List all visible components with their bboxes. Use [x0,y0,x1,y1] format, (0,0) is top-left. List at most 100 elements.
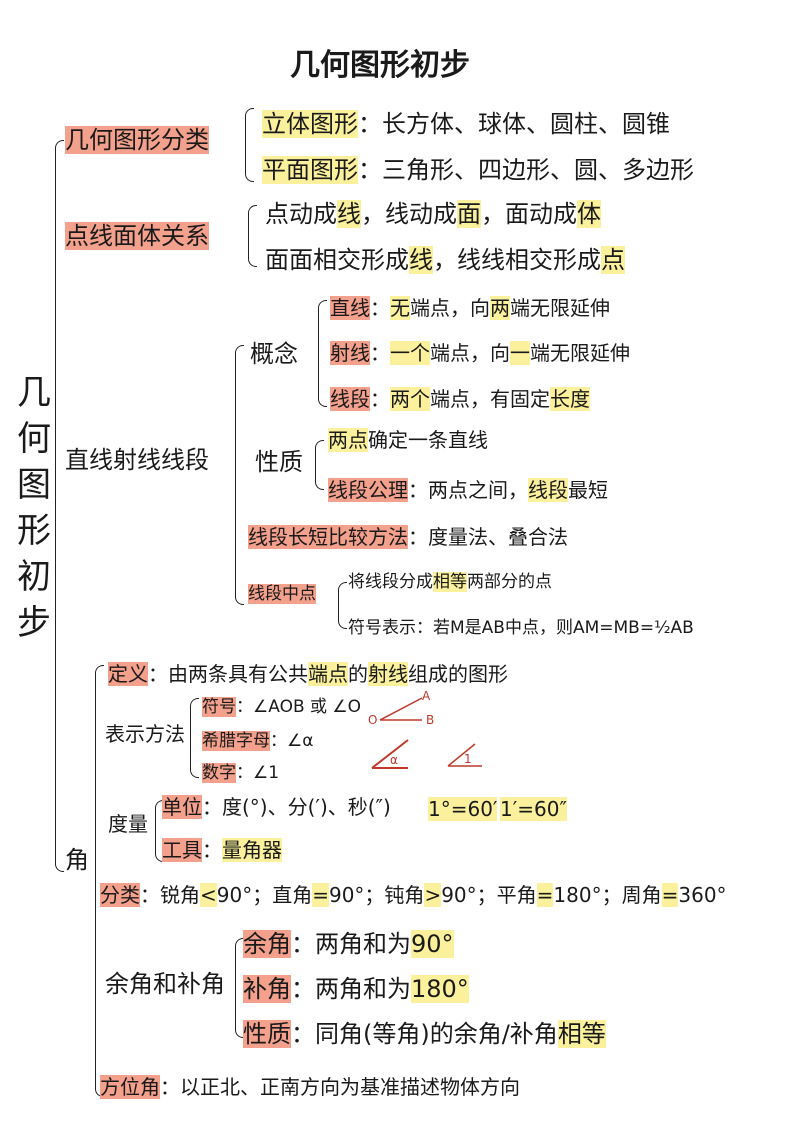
text-segment: ，线动成 [361,200,457,228]
text-segment: 180°；周角 [553,883,662,907]
midpoint-bracket [338,582,347,629]
emphasis-term: 两个 [390,387,430,411]
comp-bracket [235,938,244,1038]
text-segment: 90°；平角 [441,883,537,907]
key-term: 线段中点 [248,584,316,604]
concept-segment: 线段：两个端点，有固定长度 [330,387,590,411]
key-term: 直线 [330,296,370,320]
label-b: B [426,713,434,727]
text-segment: ： [370,296,390,320]
text-segment: ：由两条具有公共 [148,662,308,686]
notation-number: 数字：∠1 [202,763,279,783]
key-term: 线段长短比较方法 [248,525,408,549]
unit-eq-minute: 1′=60″ [500,797,567,821]
ray-oa [379,697,423,721]
key-term: 符号 [202,697,236,717]
midpoint-label: 线段中点 [248,584,316,604]
text-segment: ：度(°)、分(′)、秒(″) [202,795,391,819]
comp-supplement: 补角：两角和为180° [243,975,469,1004]
key-term: 线段公理 [328,478,408,502]
key-term: 线段 [330,387,370,411]
label-a: A [422,690,431,703]
emphasis-term: 平面图形 [262,156,358,184]
measure-tool: 工具：量角器 [162,838,282,862]
emphasis-term: 面 [457,200,481,228]
notation-label: 表示方法 [105,722,185,746]
emphasis-term: 线 [409,246,433,274]
text-segment: 确定一条直线 [368,428,488,452]
comp-complement: 余角：两角和为90° [243,930,454,959]
angle-label: 角 [65,846,89,875]
emphasis-term: = [661,883,679,907]
concept-bracket [318,300,327,407]
key-term: 性质 [243,1020,291,1048]
text-segment: ：以正北、正南方向为基准描述物体方向 [160,1075,520,1099]
text-segment: ：度量法、叠合法 [408,525,568,549]
key-term: 射线 [330,341,370,365]
property-2: 线段公理：两点之间，线段最短 [328,478,608,502]
alpha-angle-arm [371,739,409,769]
text-segment: 360° [678,883,727,907]
angle-bracket [95,665,104,1097]
text-segment: ：同角(等角)的余角/补角 [291,1020,558,1048]
emphasis-term: 线段 [528,478,568,502]
key-term: 希腊字母 [202,731,270,751]
key-term: 点线面体关系 [65,222,209,250]
text-segment: ：两角和为 [291,975,411,1003]
emphasis-term: = [312,883,329,907]
line-label: 直线射线线段 [65,446,209,475]
unit-eq-degree: 1°=60′ [428,797,498,821]
text-segment: 符号表示：若M是AB中点，则AM=MB=½AB [348,618,694,638]
concept-ray: 射线：一个端点，向一端无限延伸 [330,341,630,365]
text-segment: ：两角和为 [291,930,411,958]
emphasis-term: 立体图形 [262,110,358,138]
emphasis-term: 180° [411,975,469,1003]
label-one: 1 [464,752,472,766]
emphasis-term: 一个 [390,341,430,365]
text-segment: 性质 [255,448,303,476]
emphasis-term: 射线 [368,662,408,686]
text-segment: 直线射线线段 [65,446,209,474]
text-segment: 将线段分成 [348,572,433,592]
text-segment: ： [202,838,222,862]
text-segment: 度量 [108,812,148,836]
side-title: 几何图形初步 [17,373,51,643]
text-segment: ：∠1 [236,763,280,783]
relation-line2: 面面相交形成线，线线相交形成点 [265,246,625,275]
angle-definition: 定义：由两条具有公共端点的射线组成的图形 [108,662,508,686]
text-segment: 余角和补角 [105,970,225,998]
key-term: 定义 [108,662,148,686]
classify-solid: 立体图形：长方体、球体、圆柱、圆锥 [262,110,670,139]
text-segment: ：锐角 [140,883,200,907]
bearing-angle: 方位角：以正北、正南方向为基准描述物体方向 [100,1075,520,1099]
text-segment: ：∠AOB 或 ∠O [236,697,362,717]
relation-label: 点线面体关系 [65,222,209,251]
label-alpha: α [390,753,398,767]
midpoint-def: 将线段分成相等两部分的点 [348,572,552,592]
one-angle-arm [447,743,476,767]
text-segment: ：长方体、球体、圆柱、圆锥 [358,110,670,138]
classify-label: 几何图形分类 [65,126,209,155]
text-segment: ： [370,387,390,411]
text-segment: 面面相交形成 [265,246,409,274]
relation-line1: 点动成线，线动成面，面动成体 [265,200,601,229]
text-segment: 最短 [568,478,608,502]
text-segment: 两部分的点 [467,572,552,592]
text-segment: 端点，有固定 [430,387,550,411]
emphasis-term: 量角器 [222,838,282,862]
line-bracket [235,345,244,605]
key-term: 补角 [243,975,291,1003]
notation-symbol: 符号：∠AOB 或 ∠O [202,697,361,717]
property-label: 性质 [255,448,303,477]
emphasis-term: 无 [390,296,410,320]
key-term: 工具 [162,838,202,862]
emphasis-term: = [536,883,554,907]
angle-diagram: O A B α 1 [368,690,482,769]
emphasis-term: 1′=60″ [500,797,567,821]
emphasis-term: < [200,883,217,907]
property-bracket [315,440,324,490]
emphasis-term: 1°=60′ [428,797,498,821]
emphasis-term: 端点 [308,662,348,686]
text-segment: ：三角形、四边形、圆、多边形 [358,156,694,184]
emphasis-term: 一 [510,341,530,365]
